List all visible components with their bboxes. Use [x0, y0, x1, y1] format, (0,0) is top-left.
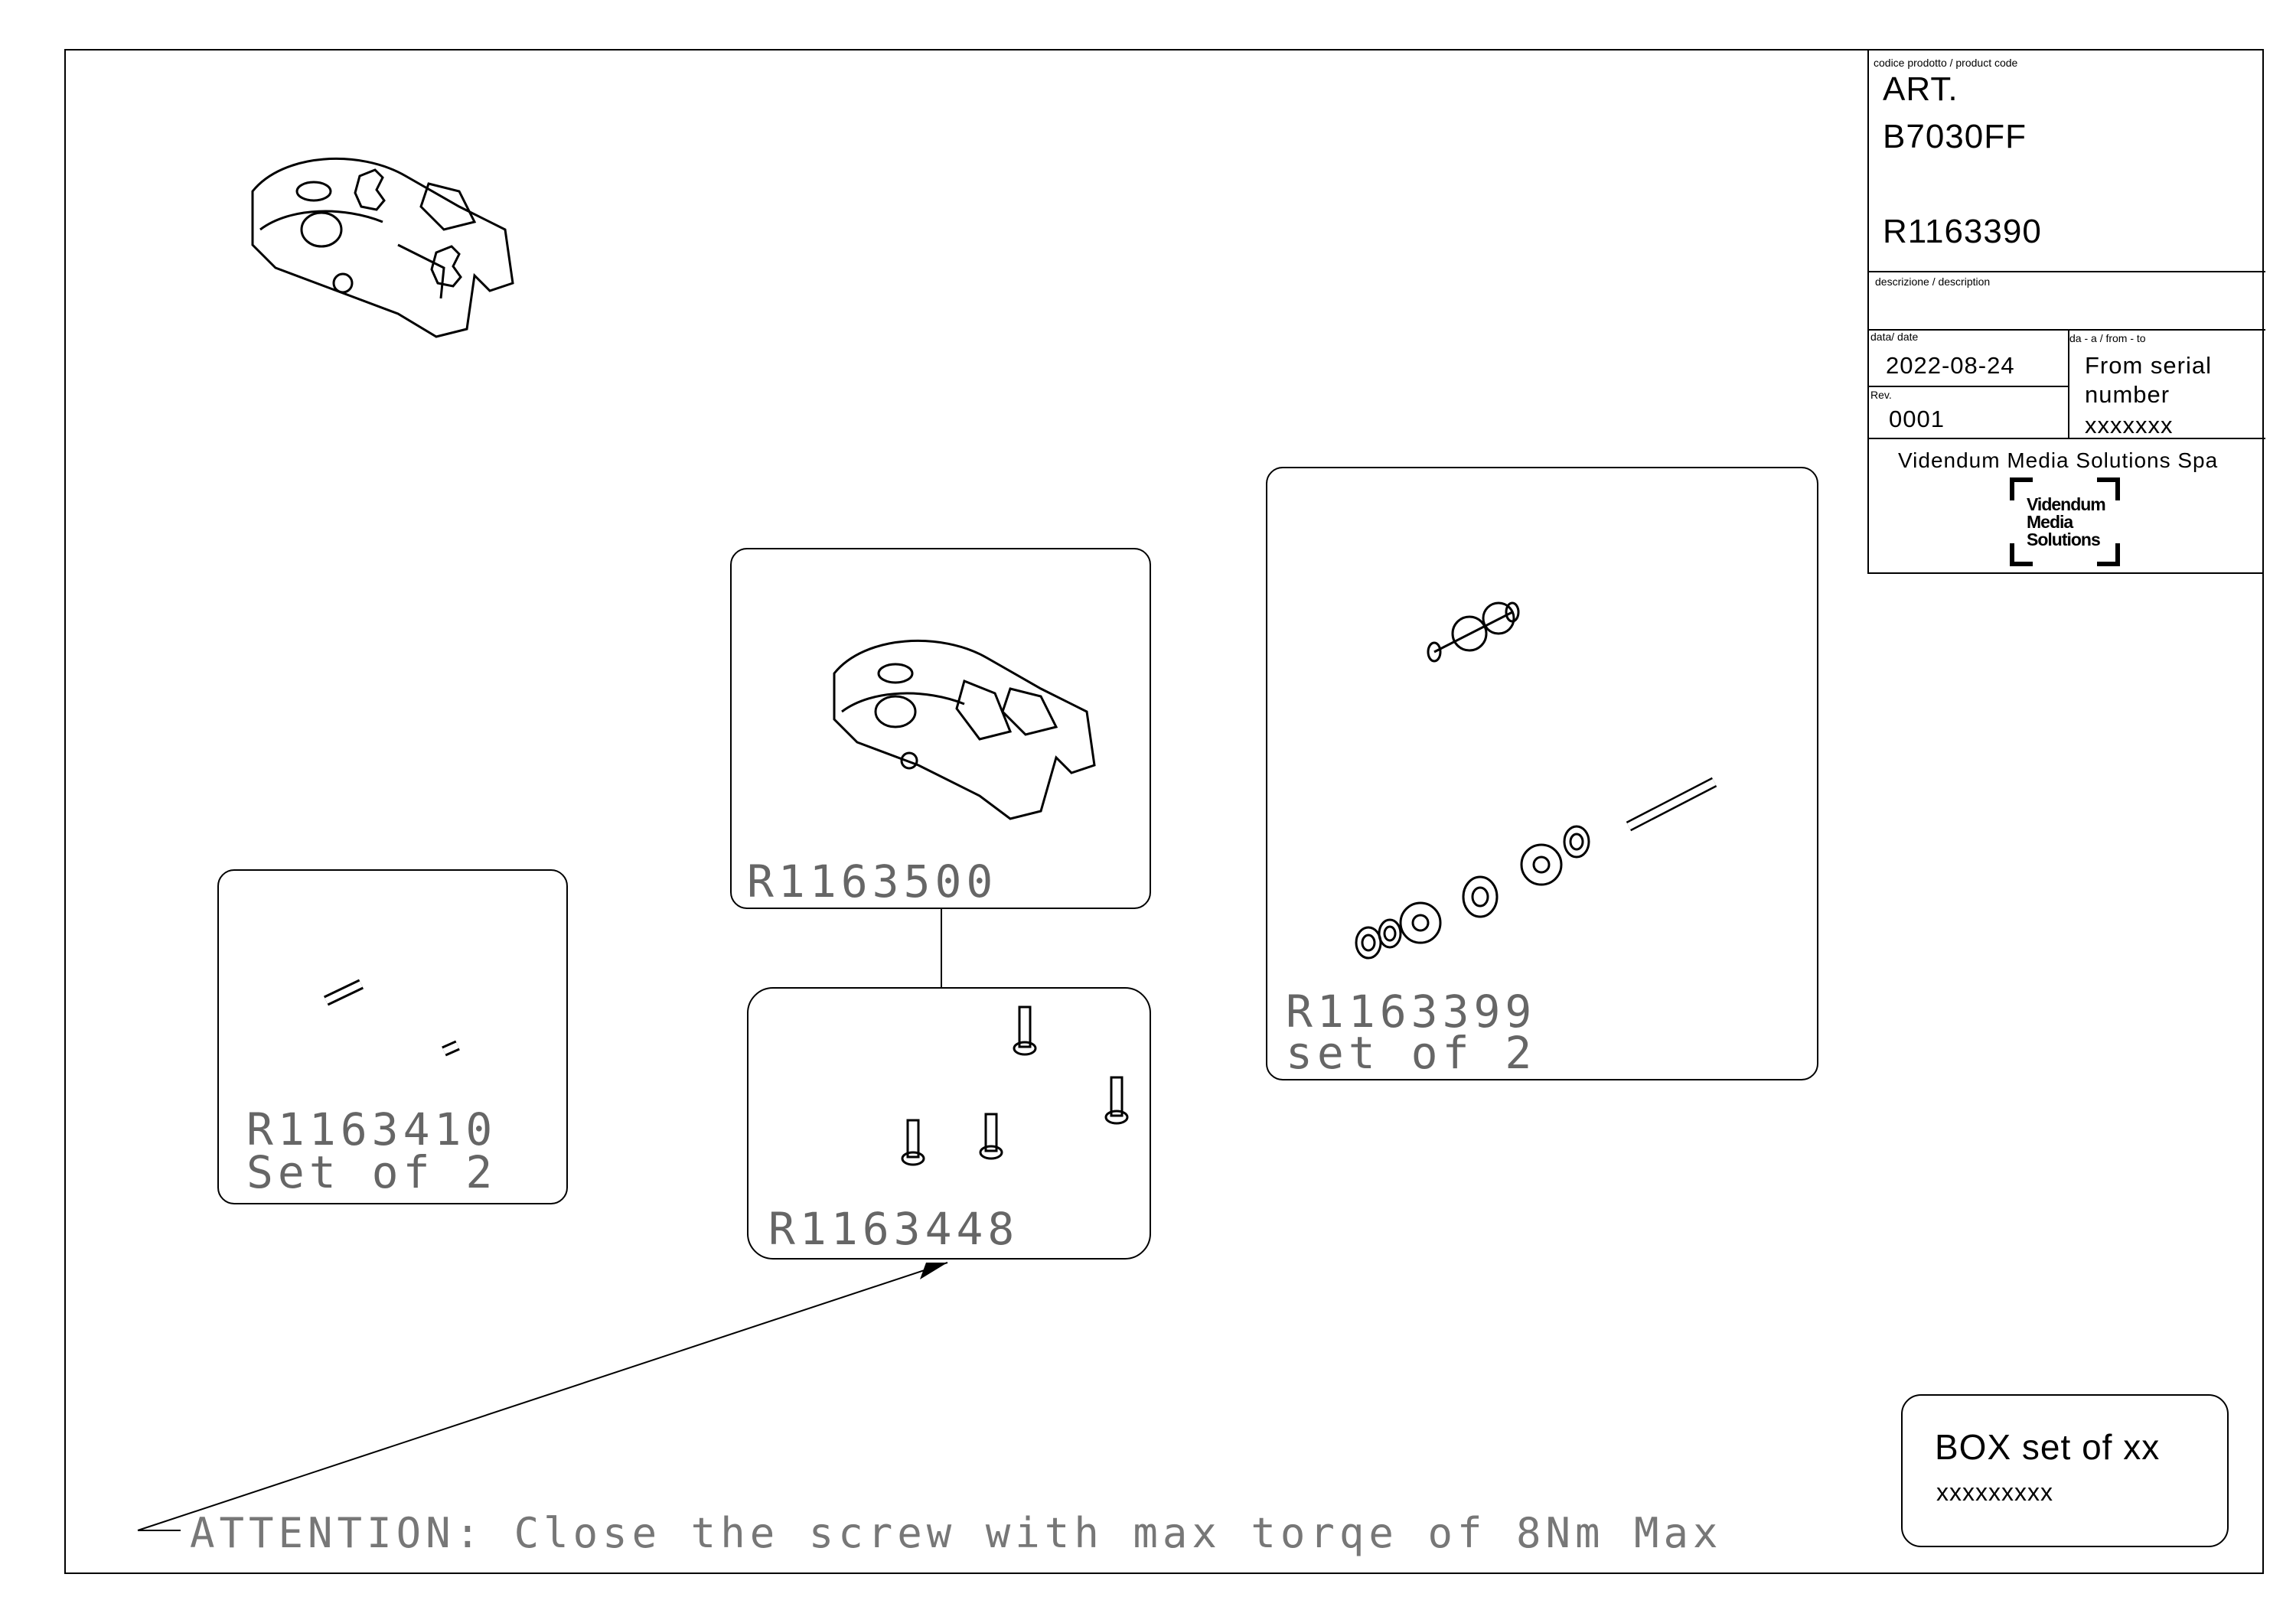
date-value: 2022-08-24 [1886, 352, 2015, 379]
logo-bracket [2097, 543, 2120, 566]
rev-label: Rev. [1870, 389, 1892, 401]
part-code: R1163448 [768, 1203, 1019, 1255]
from-to-value: xxxxxxx [2085, 412, 2174, 438]
product-code-label: codice prodotto / product code [1874, 57, 2018, 69]
bearing [1563, 825, 1590, 859]
leader-arrowhead [920, 1263, 947, 1279]
from-to-value: From serial [2085, 352, 2213, 379]
logo-bracket [2097, 477, 2120, 500]
sprocket [1399, 901, 1442, 944]
art-number: B7030FF [1883, 118, 2027, 155]
logo-bracket [2010, 543, 2033, 566]
leader-line [137, 1262, 948, 1531]
art-label: ART. [1883, 70, 1958, 108]
from-to-value: number [2085, 381, 2170, 408]
rev-value: 0001 [1889, 406, 1945, 432]
part-quantity: Set of 2 [246, 1146, 497, 1198]
from-to-label: da - a / from - to [2069, 332, 2146, 344]
part-code: R1163410 [246, 1103, 497, 1155]
pin [323, 979, 364, 1006]
sprocket-assembly [1427, 601, 1520, 663]
product-code: R1163390 [1883, 213, 2042, 250]
part-code: R1163500 [747, 855, 998, 908]
box-title: BOX set of xx [1935, 1427, 2161, 1467]
screw [1104, 1076, 1129, 1125]
sprocket [1520, 843, 1563, 886]
pin [442, 1040, 460, 1057]
attention-note: ATTENTION: Close the screw with max torq… [190, 1509, 1723, 1557]
company-name: Videndum Media Solutions Spa [1898, 448, 2219, 472]
pin-drawings [323, 979, 460, 1057]
part-panel-r1163448 [747, 987, 1151, 1260]
drawing-frame [64, 49, 2264, 1574]
screw-drawings [901, 1005, 1129, 1166]
bearing [1355, 926, 1382, 960]
part-code: R1163399 [1286, 986, 1537, 1038]
main-assembly-drawing [251, 157, 514, 338]
screw [1013, 1005, 1037, 1056]
logo-text: Videndum [2027, 494, 2106, 514]
screw [979, 1113, 1003, 1160]
logo-text: Solutions [2027, 530, 2101, 549]
title-block [1867, 49, 2265, 574]
part-panel-r1163410 [217, 869, 568, 1204]
screw [901, 1119, 925, 1166]
description-label: descrizione / description [1875, 275, 1991, 288]
logo-text: Media [2027, 512, 2073, 532]
title-block-divider [2068, 329, 2069, 438]
pin [1626, 777, 1717, 832]
housing-drawing [833, 639, 1096, 820]
part-panel-r1163399 [1266, 467, 1818, 1080]
title-block-divider [1869, 386, 2068, 387]
part-panel-r1163500 [730, 548, 1151, 909]
title-block-divider [1869, 329, 2265, 331]
bearing [1378, 918, 1402, 949]
box-panel [1901, 1394, 2229, 1547]
title-block-divider [1869, 438, 2265, 439]
box-code: xxxxxxxxx [1936, 1478, 2053, 1506]
logo-bracket [2010, 477, 2033, 500]
part-quantity: set of 2 [1286, 1027, 1537, 1079]
title-block-divider [1869, 271, 2265, 272]
spacer [1462, 875, 1499, 918]
date-label: data/ date [1870, 331, 1919, 343]
sprocket-drawings [1355, 601, 1717, 960]
company-logo: Videndum Media Solutions [2010, 477, 2120, 566]
